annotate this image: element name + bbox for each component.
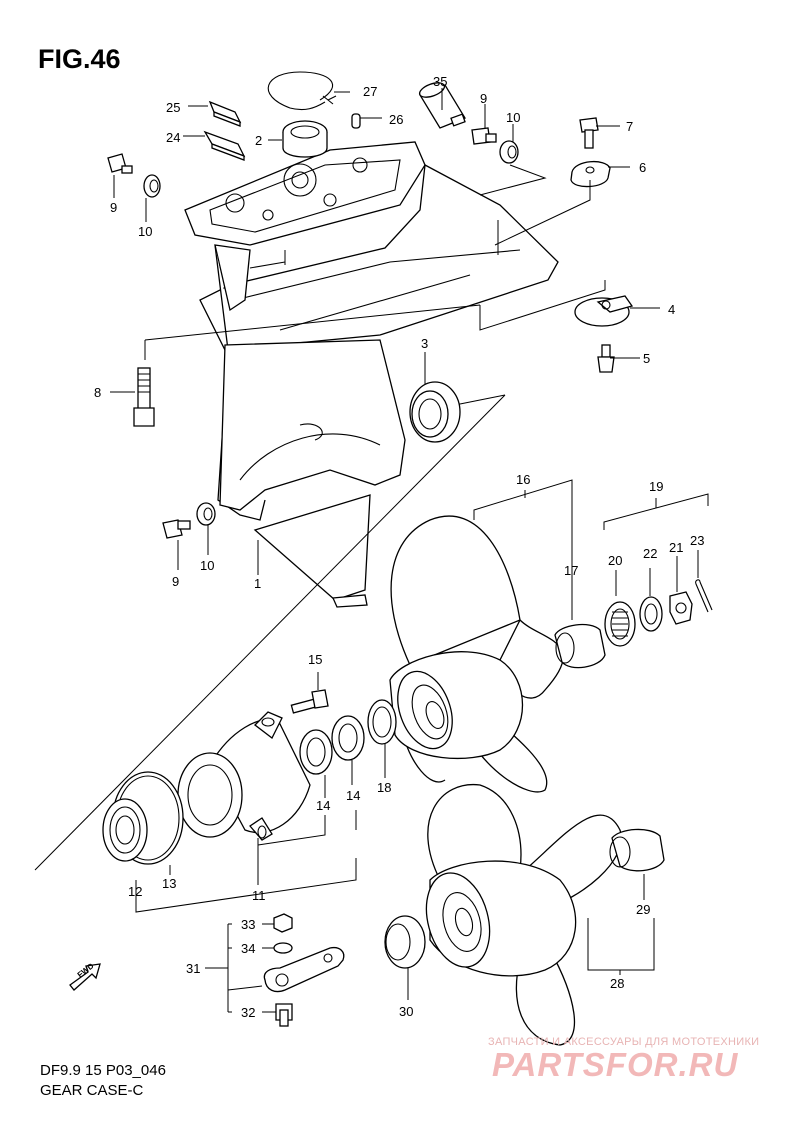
watermark-brand: PARTSFOR.RU: [492, 1046, 739, 1083]
callout-14-left: 14: [316, 798, 330, 813]
bolt-5: [597, 344, 615, 373]
callout-7: 7: [626, 119, 633, 134]
callout-13: 13: [162, 876, 176, 891]
washer-22: [639, 596, 663, 632]
callout-1: 1: [254, 576, 261, 591]
nut-21: [669, 591, 693, 625]
circlip-27: [267, 71, 337, 111]
callout-10-top-left: 10: [138, 224, 152, 239]
callout-33: 33: [241, 917, 255, 932]
callout-5: 5: [643, 351, 650, 366]
callout-25: 25: [166, 100, 180, 115]
washer-30: [384, 915, 426, 969]
cotter-pin-23: [695, 579, 713, 613]
watermark-tagline: ЗАПЧАСТИ И АКСЕССУАРЫ ДЛЯ МОТОТЕХНИКИ: [488, 1036, 760, 1048]
callout-34: 34: [241, 941, 255, 956]
callout-9-top-right: 9: [480, 91, 487, 106]
callout-18: 18: [377, 780, 391, 795]
callout-24: 24: [166, 130, 180, 145]
thrust-washer-18: [367, 699, 397, 745]
washer-10-top-right: [499, 140, 519, 164]
fwd-direction-arrow: FWD: [69, 961, 101, 991]
callout-6: 6: [639, 160, 646, 175]
gear-case-housing: [34, 141, 559, 871]
bearing-12: [102, 798, 148, 862]
figure-title: FIG.46: [38, 44, 121, 74]
callout-20: 20: [608, 553, 622, 568]
callout-12: 12: [128, 884, 142, 899]
callout-4: 4: [668, 302, 675, 317]
callout-28: 28: [610, 976, 624, 991]
callout-23: 23: [690, 533, 704, 548]
callout-9-top-left: 9: [110, 200, 117, 215]
oil-seal-14-right: [331, 715, 365, 761]
washer-10-mid: [196, 502, 216, 526]
bolt-9-mid: [162, 519, 191, 539]
callout-16: 16: [516, 472, 530, 487]
callout-17: 17: [564, 563, 578, 578]
washer-10-top-left: [143, 174, 161, 198]
callout-31: 31: [186, 961, 200, 976]
bolt-9-top-right: [471, 127, 497, 145]
callout-3: 3: [421, 336, 428, 351]
callout-30: 30: [399, 1004, 413, 1019]
callout-11: 11: [252, 888, 266, 903]
washer-34: [273, 942, 293, 954]
callout-21: 21: [669, 540, 683, 555]
callout-10-mid: 10: [200, 558, 214, 573]
spacer-29: [609, 828, 665, 872]
bolt-9-top-left: [107, 153, 133, 174]
callout-27: 27: [363, 84, 377, 99]
callout-2: 2: [255, 133, 262, 148]
bolt-32: [275, 1003, 293, 1027]
oil-seal-14-left: [299, 729, 333, 775]
bolt-8: [133, 367, 155, 427]
propeller-28: [425, 783, 622, 1046]
callout-22: 22: [643, 546, 657, 561]
leader-lines: [110, 88, 709, 1013]
bolt-7: [579, 117, 599, 149]
bolt-15: [290, 689, 329, 714]
dowel-pin-26: [351, 113, 361, 129]
callout-10-top-right: 10: [506, 110, 520, 125]
stabilizer-plate-31: [263, 946, 345, 993]
callout-8: 8: [94, 385, 101, 400]
plate-24: [203, 130, 246, 161]
needle-bearing-2: [282, 120, 328, 158]
callout-15: 15: [308, 652, 322, 667]
propeller-16: [389, 515, 564, 793]
callout-9-mid: 9: [172, 574, 179, 589]
callout-labels: 27 35 25 24 2 26 9 10 7 6 9 10 4 5 3 8 1…: [94, 74, 704, 1020]
model-code: DF9.9 15 P03_046: [40, 1062, 166, 1079]
callout-19: 19: [649, 479, 663, 494]
callout-26: 26: [389, 112, 403, 127]
plate-25: [208, 100, 242, 127]
bearing-3: [409, 381, 461, 443]
group-name: GEAR CASE-C: [40, 1082, 144, 1099]
spacer-17: [554, 623, 606, 669]
washer-20: [604, 601, 636, 647]
anode-6: [570, 161, 611, 188]
callout-35: 35: [433, 74, 447, 89]
nut-33: [273, 913, 293, 933]
callout-29: 29: [636, 902, 650, 917]
trim-tab-4: [574, 295, 634, 327]
callout-14-right: 14: [346, 788, 360, 803]
callout-32: 32: [241, 1005, 255, 1020]
propeller-shaft-housing-11: [177, 711, 311, 841]
